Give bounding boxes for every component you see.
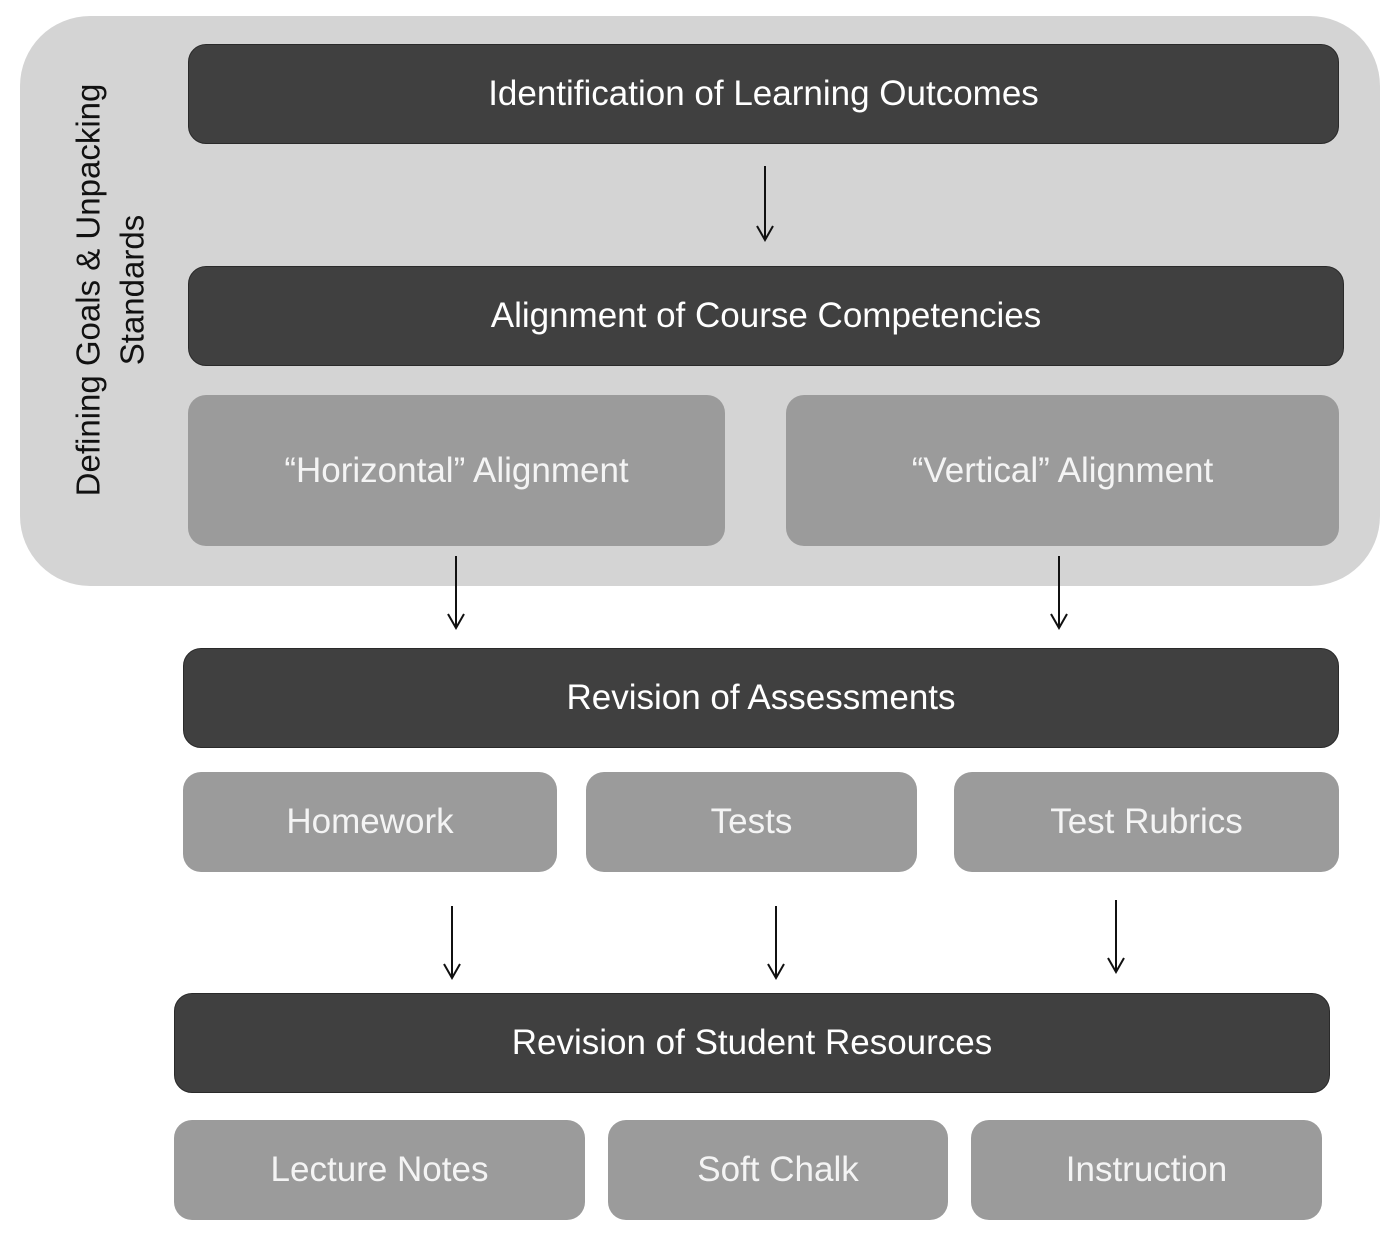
node-horizontal-alignment: “Horizontal” Alignment bbox=[188, 395, 725, 546]
group-label: Defining Goals & Unpacking Standards bbox=[60, 40, 160, 540]
node-revision-of-assessments: Revision of Assessments bbox=[183, 648, 1339, 748]
node-soft-chalk: Soft Chalk bbox=[608, 1120, 948, 1220]
arrow-down-icon bbox=[1106, 900, 1126, 974]
node-lecture-notes: Lecture Notes bbox=[174, 1120, 585, 1220]
node-homework: Homework bbox=[183, 772, 557, 872]
node-tests: Tests bbox=[586, 772, 917, 872]
arrow-down-icon bbox=[766, 906, 786, 980]
node-alignment-of-course-competencies: Alignment of Course Competencies bbox=[188, 266, 1344, 366]
group-label-line2: Standards bbox=[113, 214, 151, 366]
node-instruction: Instruction bbox=[971, 1120, 1322, 1220]
arrow-down-icon bbox=[442, 906, 462, 980]
arrow-down-icon bbox=[1049, 556, 1069, 630]
node-identification-of-learning-outcomes: Identification of Learning Outcomes bbox=[188, 44, 1339, 144]
node-revision-of-student-resources: Revision of Student Resources bbox=[174, 993, 1330, 1093]
arrow-down-icon bbox=[755, 166, 775, 242]
node-test-rubrics: Test Rubrics bbox=[954, 772, 1339, 872]
group-label-line1: Defining Goals & Unpacking bbox=[69, 83, 107, 497]
node-vertical-alignment: “Vertical” Alignment bbox=[786, 395, 1339, 546]
arrow-down-icon bbox=[446, 556, 466, 630]
